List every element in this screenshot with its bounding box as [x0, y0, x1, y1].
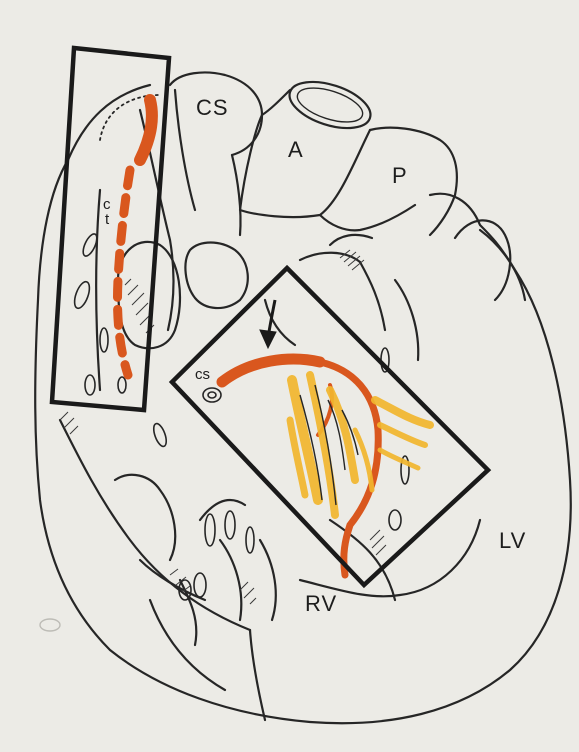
- label-aorta: A: [288, 137, 304, 162]
- label-coronary-sinus-top: CS: [196, 95, 229, 120]
- label-cs-ostium: cs: [195, 366, 210, 383]
- label-right-ventricle: RV: [305, 591, 337, 616]
- label-pulmonary-trunk: P: [392, 163, 408, 188]
- label-left-ventricle: LV: [499, 528, 526, 553]
